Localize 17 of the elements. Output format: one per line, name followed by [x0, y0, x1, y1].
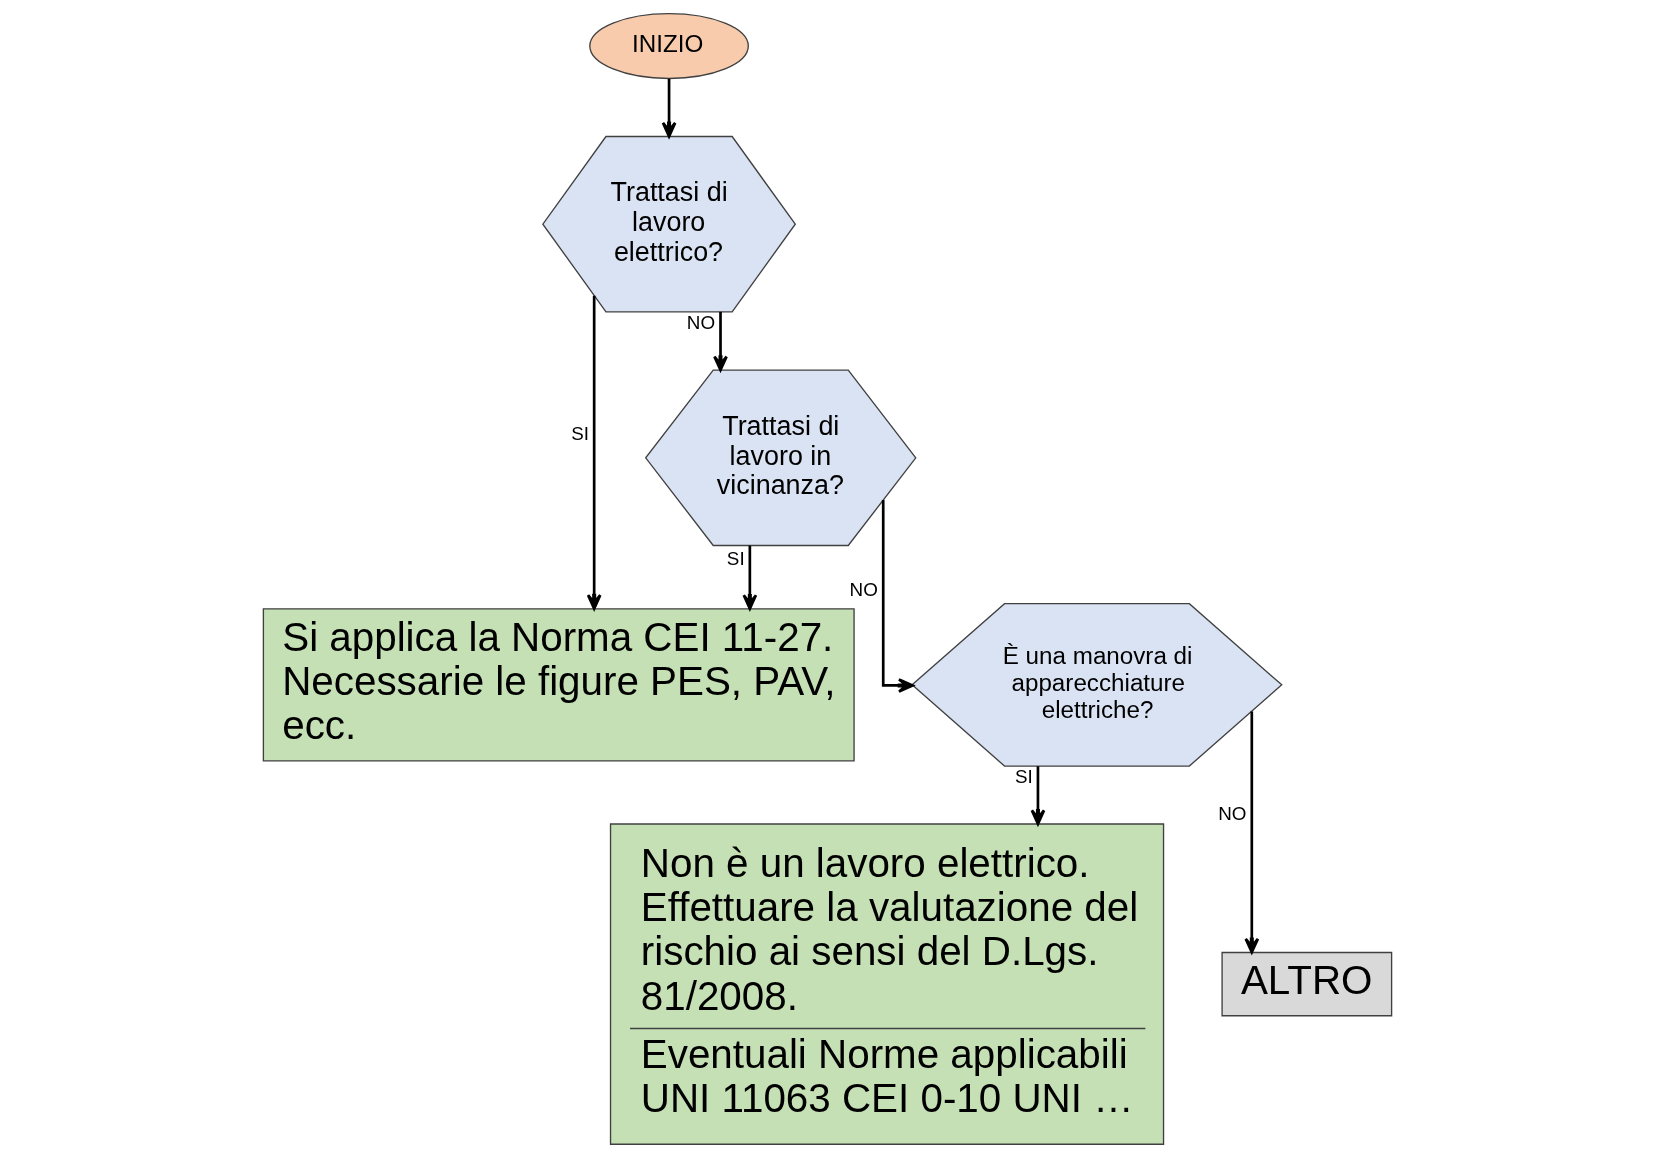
node-box: Non è un lavoro elettrico. Effettuare la valutazione del rischio ai sensi del D.Lgs. 81/2008. Eventuali Norme applicabili UNI 11063 CEI 0-10 UNI … [609, 823, 1164, 1145]
node-box: ALTRO [1220, 951, 1392, 1017]
arrow [712, 311, 728, 372]
node-ellipse: INIZIO [588, 13, 749, 80]
arrow [881, 500, 914, 693]
arrow [661, 78, 676, 138]
node-box: Si applica la Norma CEI 11-27. Necessarie le figure PES, PAV, ecc. [262, 608, 855, 762]
edge-label: NO [686, 312, 715, 334]
arrow [1243, 711, 1259, 954]
arrow [741, 545, 757, 611]
edge-label: SI [726, 548, 745, 570]
edge-label: SI [1014, 766, 1033, 788]
edge-label: NO [1217, 803, 1246, 825]
arrow [1030, 766, 1045, 826]
arrow [586, 295, 602, 610]
edge-label: NO [849, 578, 878, 600]
edge-label: SI [570, 423, 589, 445]
